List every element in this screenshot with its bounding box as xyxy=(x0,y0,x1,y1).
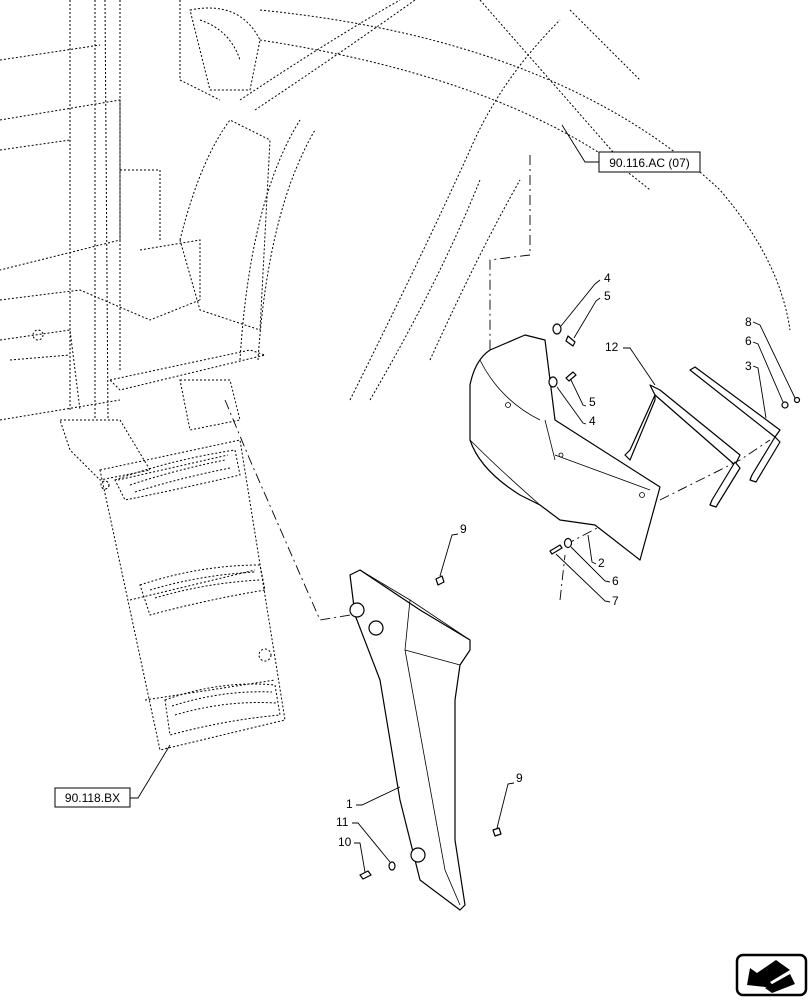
step-ladder xyxy=(99,439,286,751)
callout-4-lower: 4 xyxy=(589,414,596,428)
callout-10: 10 xyxy=(338,835,352,849)
callout-11: 11 xyxy=(336,815,349,829)
callout-4-top: 4 xyxy=(604,271,611,285)
callout-1: 1 xyxy=(346,797,353,811)
ref-cab-label: 90.116.AC (07) xyxy=(609,156,690,170)
callout-6-right: 6 xyxy=(745,334,752,348)
bracket-3 xyxy=(689,366,781,483)
callout-5-lower: 5 xyxy=(589,395,596,409)
callout-12: 12 xyxy=(605,340,619,354)
callout-8: 8 xyxy=(745,315,752,329)
callout-2: 2 xyxy=(598,556,605,570)
ref-step-box[interactable]: 90.118.BX xyxy=(54,787,131,808)
arrow-back-icon[interactable] xyxy=(735,953,808,997)
callout-9-lower: 9 xyxy=(516,771,523,785)
mudguard xyxy=(349,569,471,911)
hardware xyxy=(359,323,801,880)
bracket-12 xyxy=(624,384,741,508)
ref-cab-box[interactable]: 90.116.AC (07) xyxy=(598,151,701,173)
callout-6-lower: 6 xyxy=(612,574,619,588)
callout-7: 7 xyxy=(612,594,619,608)
callouts: 4 5 5 4 12 8 6 3 2 6 7 9 9 xyxy=(336,271,796,873)
callout-3: 3 xyxy=(745,359,752,373)
cab-structure xyxy=(0,0,791,490)
ref-step-label: 90.118.BX xyxy=(65,791,120,805)
fender-extension xyxy=(469,334,661,561)
callout-5-top: 5 xyxy=(604,289,611,303)
callout-9-top: 9 xyxy=(460,522,467,536)
